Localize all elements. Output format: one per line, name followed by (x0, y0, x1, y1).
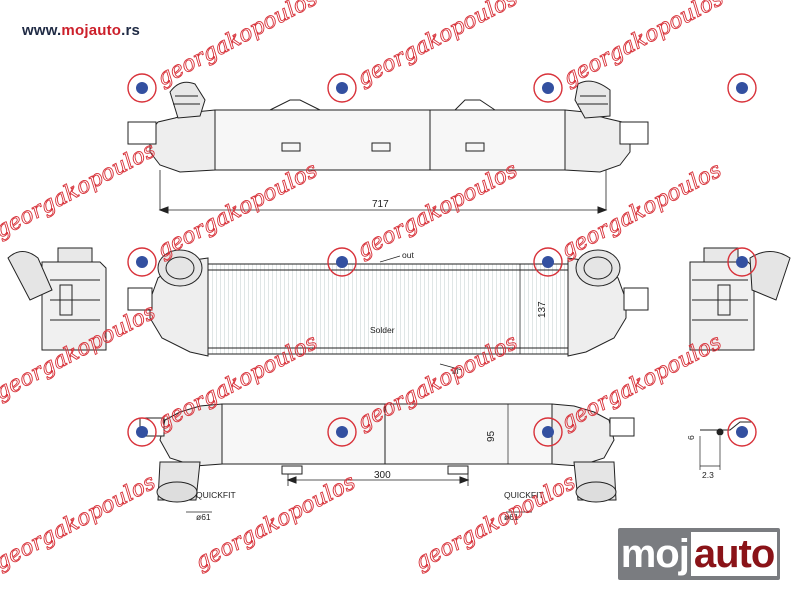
note-quickfit-right-size: ø61 (504, 512, 519, 522)
note-quickfit-left-size: ø61 (196, 512, 211, 522)
watermark-seal (127, 417, 157, 447)
watermark-text: georgakopoulos (411, 470, 580, 576)
watermark-text: georgakopoulos (353, 158, 522, 264)
watermark-seal (533, 73, 563, 103)
dim-core-height: 95 (486, 430, 497, 442)
bottom-view (139, 403, 635, 513)
note-in: in (452, 366, 459, 376)
note-solder: Solder (370, 325, 395, 335)
watermark-seal (127, 73, 157, 103)
top-view (127, 80, 649, 214)
url-prefix: www. (22, 22, 62, 39)
watermark-text: georgakopoulos (191, 470, 360, 576)
watermark-seal (727, 73, 757, 103)
bottom-core (221, 403, 553, 465)
right-side-pipe (749, 251, 791, 301)
watermark-text: georgakopoulos (153, 0, 322, 91)
left-side-view (7, 247, 107, 351)
watermark-seal (533, 417, 563, 447)
dim-side-depth: 137 (537, 301, 548, 318)
url-suffix: .rs (121, 22, 141, 39)
watermark-seal (327, 247, 357, 277)
dim-overall-length: 717 (372, 199, 389, 210)
front-right-inlet (575, 249, 621, 287)
watermark-text: georgakopoulos (153, 158, 322, 264)
right-side-view (689, 247, 791, 351)
url-brand: mojauto (61, 22, 122, 39)
watermark-seal (533, 247, 563, 277)
front-view (127, 249, 649, 371)
dim-bracket-offset: 2.3 (702, 470, 714, 480)
dim-bracket-small: 6 (686, 435, 696, 440)
top-core (214, 109, 566, 171)
front-left-inlet (157, 249, 203, 287)
note-quickfit-right: QUICKFIT (504, 490, 544, 500)
watermark-text: georgakopoulos (0, 138, 160, 244)
note-out: out (402, 250, 414, 260)
watermark-seal (127, 247, 157, 277)
dim-core-width: 300 (374, 470, 391, 481)
watermark-seal (327, 73, 357, 103)
website-url[interactable]: www.mojauto.rs (22, 22, 140, 39)
watermark-seal (727, 247, 757, 277)
note-quickfit-left: QUICKFIT (196, 490, 236, 500)
watermark-text: georgakopoulos (0, 470, 160, 576)
left-side-pipe (7, 251, 53, 301)
bottom-right-tank (551, 403, 615, 467)
watermark-text: georgakopoulos (557, 158, 726, 264)
bottom-left-tank (159, 403, 223, 467)
logo-part-auto: auto (690, 532, 778, 576)
top-right-inlet (574, 80, 611, 119)
watermark-text: georgakopoulos (353, 0, 522, 91)
watermark-text: georgakopoulos (559, 0, 728, 91)
watermark-seal (727, 417, 757, 447)
top-left-inlet (169, 81, 206, 119)
bracket-detail (699, 421, 752, 470)
watermark-seal (327, 417, 357, 447)
top-left-tank (149, 109, 216, 173)
logo-part-moj: moj (620, 531, 690, 576)
